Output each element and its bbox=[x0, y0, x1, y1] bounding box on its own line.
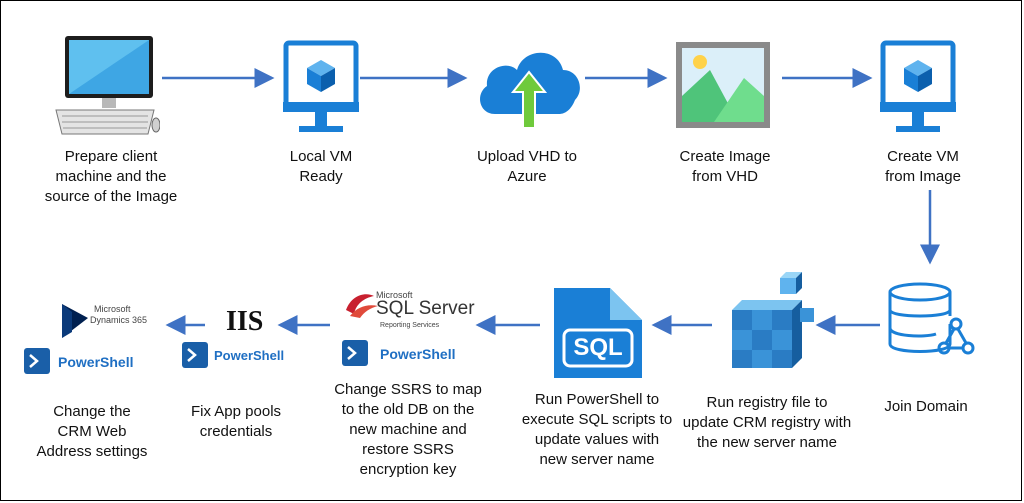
powershell-label: PowerShell bbox=[214, 348, 285, 363]
powershell-label: PowerShell bbox=[380, 346, 456, 362]
sql-server-logo-icon bbox=[346, 294, 378, 318]
powershell-label: PowerShell bbox=[58, 354, 134, 370]
cloud-upload-icon bbox=[480, 52, 580, 129]
powershell-icon bbox=[342, 340, 368, 366]
node-change-crm: Microsoft Dynamics 365 PowerShell bbox=[22, 298, 162, 384]
node-upload-vhd bbox=[473, 38, 583, 130]
label-join-domain: Join Domain bbox=[884, 398, 968, 415]
dynamics-logo-microsoft: Microsoft bbox=[94, 304, 131, 314]
node-run-powershell: SQL bbox=[552, 286, 644, 380]
label-local-vm: Local VM Ready bbox=[289, 148, 353, 185]
node-prepare-client bbox=[50, 30, 160, 140]
label-create-image: Create Image from VHD bbox=[679, 148, 771, 185]
sql-server-logo-microsoft: Microsoft bbox=[376, 290, 413, 300]
image-icon bbox=[676, 42, 770, 128]
label-change-ssrs: Change SSRS to map to the old DB on the … bbox=[334, 381, 482, 478]
node-join-domain bbox=[884, 282, 980, 366]
label-upload-vhd: Upload VHD to Azure bbox=[476, 148, 578, 185]
label-create-vm: Create VM from Image bbox=[885, 148, 961, 185]
desktop-computer-icon bbox=[55, 36, 160, 135]
sql-file-icon bbox=[554, 288, 642, 378]
label-run-registry: Run registry file to update CRM registry… bbox=[682, 394, 852, 451]
node-create-image bbox=[674, 40, 772, 130]
label-run-powershell: Run PowerShell to execute SQL scripts to… bbox=[521, 391, 673, 468]
node-fix-app-pools: IIS PowerShell bbox=[178, 306, 294, 380]
dynamics-logo-text: Dynamics 365 bbox=[90, 315, 148, 325]
database-network-icon bbox=[888, 282, 975, 355]
powershell-icon bbox=[24, 348, 50, 374]
node-local-vm bbox=[283, 40, 359, 136]
label-fix-app-pools: Fix App pools credentials bbox=[190, 403, 282, 440]
label-change-crm: Change the CRM Web Address settings bbox=[36, 403, 148, 460]
sql-icon-text: SQL bbox=[573, 334, 623, 361]
dynamics-365-logo-icon bbox=[62, 304, 88, 338]
sql-server-logo-text: SQL Server bbox=[376, 298, 475, 319]
powershell-icon bbox=[182, 342, 208, 368]
node-create-vm bbox=[880, 40, 956, 136]
label-prepare-client: Prepare client machine and the source of… bbox=[44, 148, 178, 205]
vm-monitor-icon bbox=[283, 40, 359, 132]
vm-monitor-icon bbox=[880, 40, 956, 132]
registry-cubes-icon bbox=[732, 272, 814, 368]
sql-server-logo-sub: Reporting Services bbox=[380, 322, 440, 329]
iis-logo-text: IIS bbox=[226, 306, 264, 337]
node-change-ssrs: Microsoft SQL Server Reporting Services … bbox=[340, 288, 480, 378]
node-run-registry bbox=[718, 272, 818, 372]
